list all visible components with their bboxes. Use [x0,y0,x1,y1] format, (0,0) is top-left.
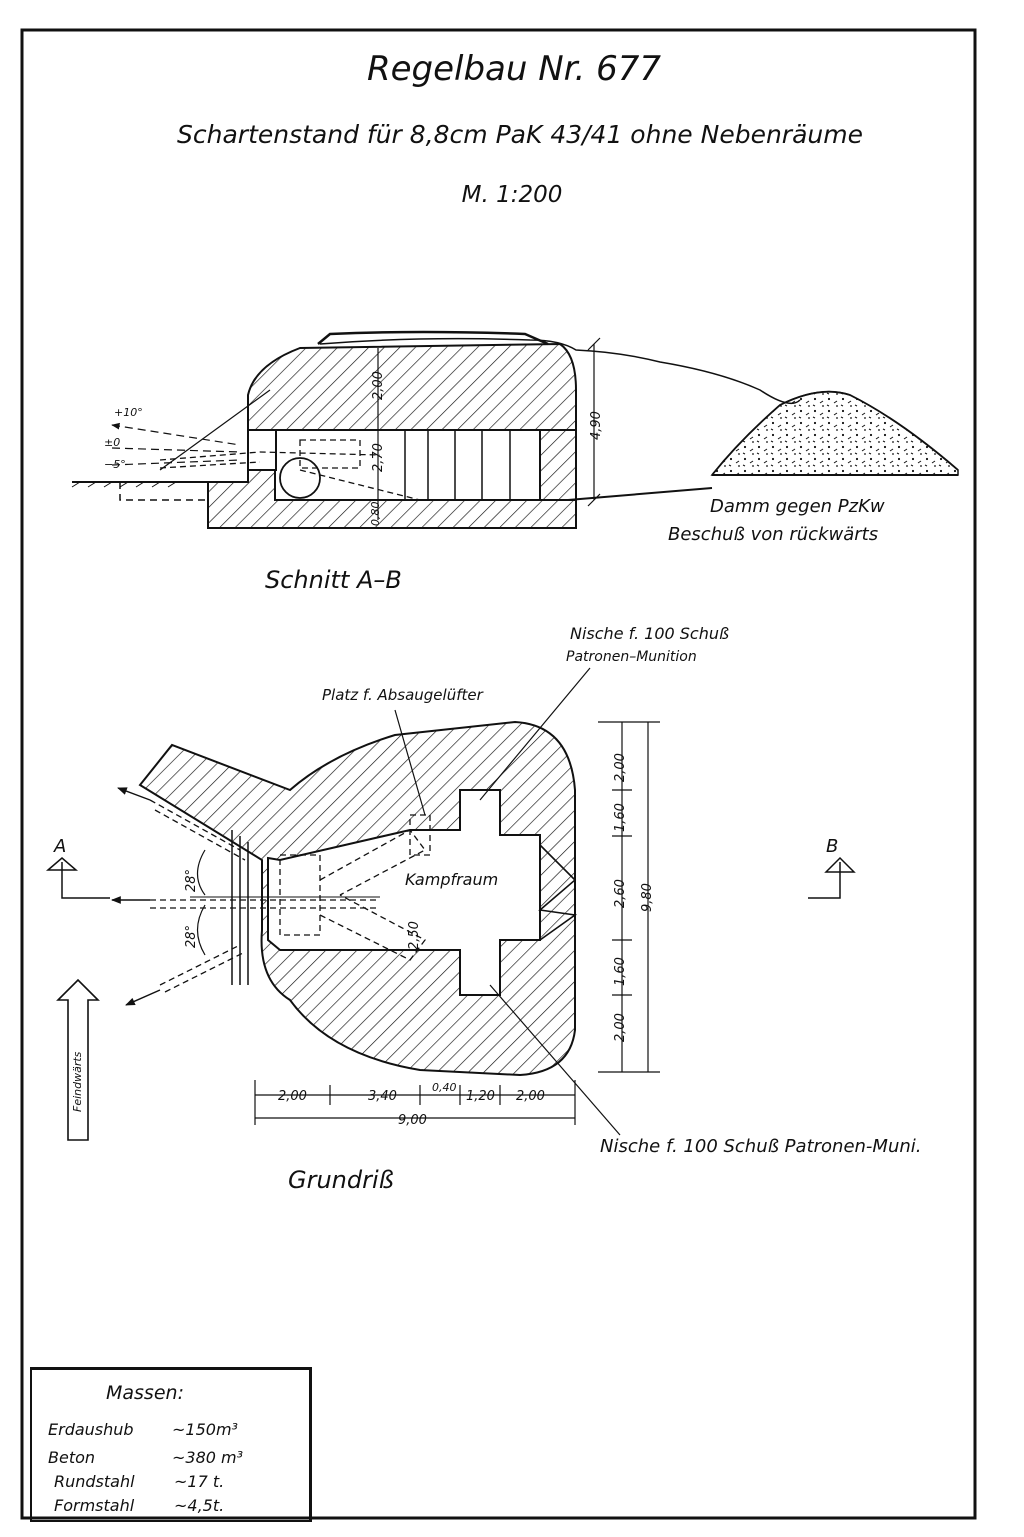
drawing-title: Regelbau Nr. 677 [366,49,662,89]
dim-embrasure-width: 2,50 [407,921,422,950]
angle-upper-label: 28° [184,868,199,892]
dim-roof-thickness: 2,00 [371,371,386,400]
niche-top-label-line2: Patronen–Munition [566,649,697,665]
dim-right-4: 1,60 [613,957,628,986]
dim-bottom-2: 3,40 [368,1089,397,1104]
drawing-subtitle: Schartenstand für 8,8cm PaK 43/41 ohne N… [177,120,863,149]
drawing-scale: M. 1:200 [461,182,563,208]
niche-bottom-label: Nische f. 100 Schuß Patronen-Muni. [600,1136,922,1157]
angle-up-label: +10° [114,406,143,419]
angle-lower-label: 28° [184,924,199,948]
dim-right-3: 2,60 [613,879,628,908]
embankment-label-line2: Beschuß von rückwärts [668,524,879,545]
dim-right-2: 1,60 [613,803,628,832]
legend-row-1-value: ~150m³ [172,1420,238,1439]
legend-row-4-label: Formstahl [54,1496,135,1515]
dim-bottom-4: 1,20 [466,1089,495,1104]
dim-bottom-total: 9,00 [398,1113,427,1128]
quantities-legend: Massen: Erdaushub ~150m³ Beton ~380 m³ R… [30,1367,312,1522]
dim-total-height: 4,90 [589,411,604,440]
dim-right-5: 2,00 [613,1013,628,1042]
legend-row-2-label: Beton [48,1448,96,1467]
dim-right-total: 9,80 [640,883,655,912]
dim-bottom-1: 2,00 [278,1089,307,1104]
fan-location-label: Platz f. Absaugelüfter [322,686,483,704]
niche-top-label-line1: Nische f. 100 Schuß [570,624,730,643]
legend-title: Massen: [106,1382,184,1404]
enemy-direction-label: Feindwärts [71,1051,84,1112]
section-view [71,330,959,529]
section-marker-a: A [54,836,67,857]
legend-row-4-value: ~4,5t. [174,1496,225,1515]
plan-heading: Grundriß [288,1166,394,1194]
dim-bottom-3: 0,40 [432,1081,457,1094]
dim-room-height: 2,70 [371,443,386,472]
section-heading: Schnitt A–B [265,566,402,594]
section-marker-b: B [826,836,839,857]
combat-room-label: Kampfraum [405,870,499,889]
legend-row-3-value: ~17 t. [174,1472,225,1491]
legend-row-2-value: ~380 m³ [172,1448,244,1467]
embankment-label-line1: Damm gegen PzKw [710,496,885,517]
legend-row-1-label: Erdaushub [48,1420,134,1439]
sheet-border [20,28,977,1520]
angle-down-label: −5° [104,458,126,471]
angle-zero-label: ±0 [104,436,121,449]
plan-view [45,667,856,1141]
dim-bottom-5: 2,00 [516,1089,545,1104]
dim-floor-thickness: 0,80 [369,501,382,527]
legend-row-3-label: Rundstahl [54,1472,135,1491]
dim-right-1: 2,00 [613,753,628,782]
